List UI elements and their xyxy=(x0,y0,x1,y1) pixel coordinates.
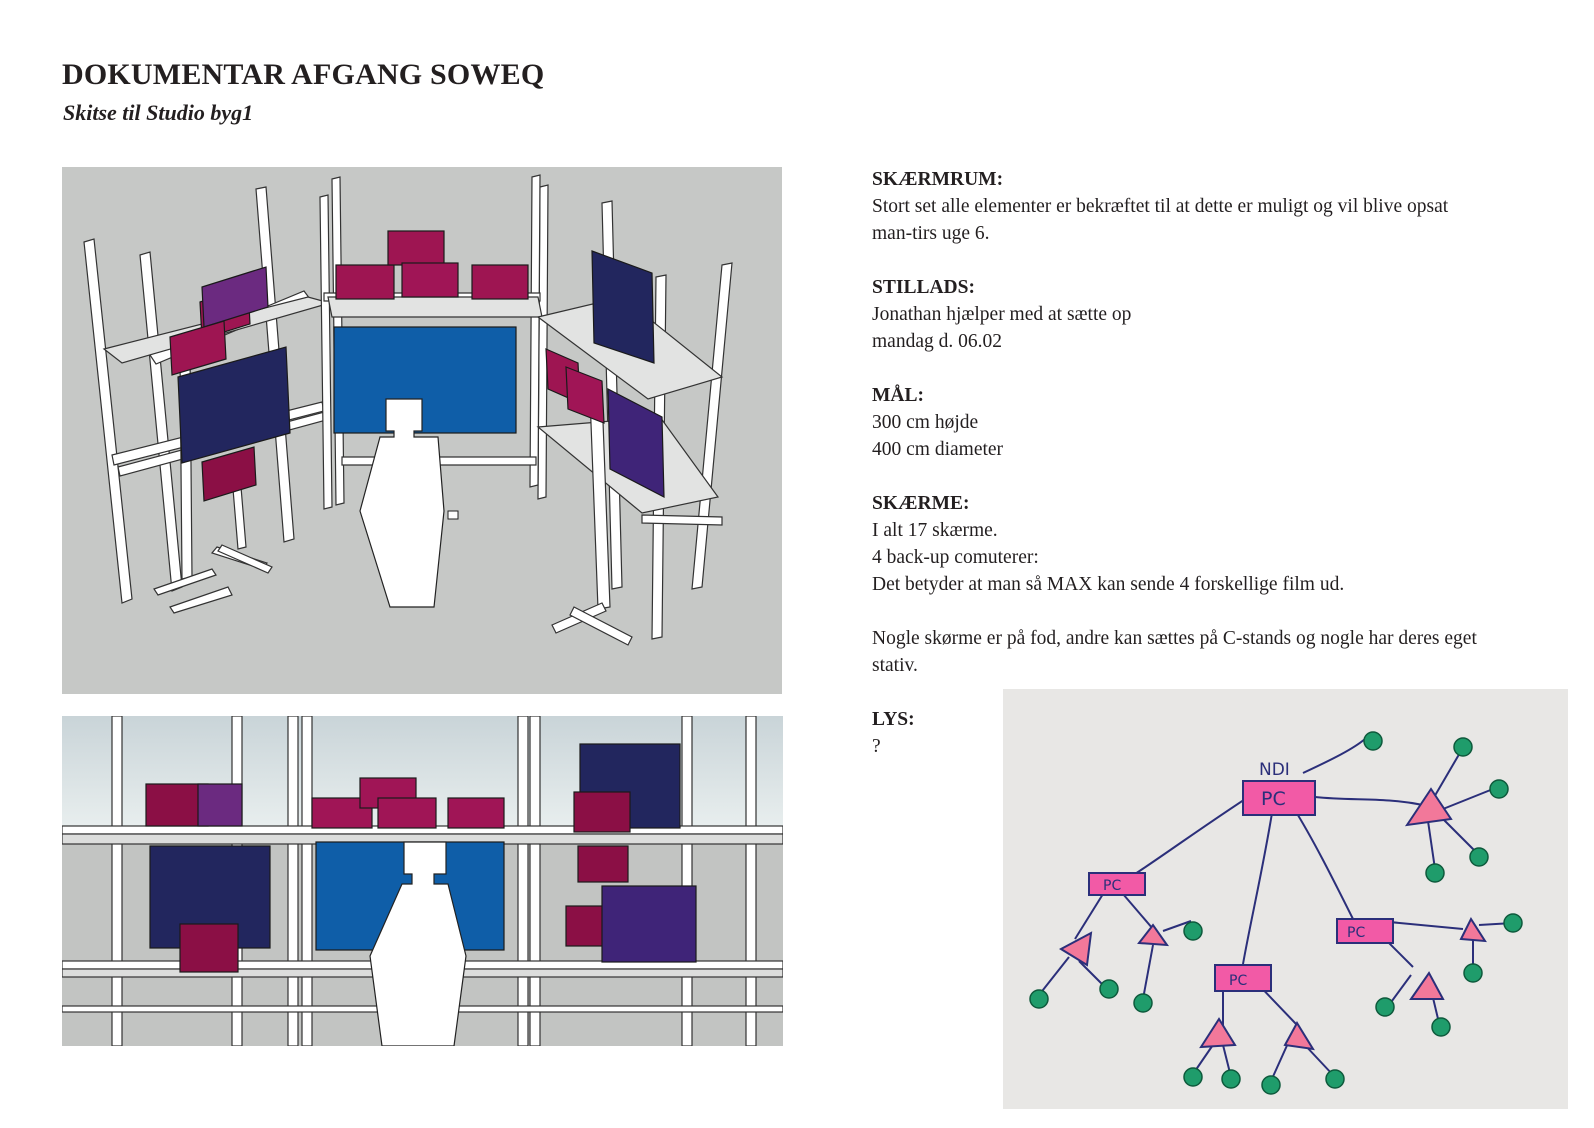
section-heading: LYS: xyxy=(872,709,915,730)
screen-purple-right xyxy=(607,387,665,499)
section-heading: STILLADS: xyxy=(872,277,975,298)
endpoint-dot xyxy=(1469,847,1489,867)
section-heading: SKÆRME: xyxy=(872,493,970,514)
triangle-node xyxy=(1058,931,1093,967)
endpoint-dot xyxy=(1463,963,1483,983)
section-line: 400 cm diameter xyxy=(872,439,1004,460)
section-text: ? xyxy=(872,736,881,757)
endpoint-dot xyxy=(1221,1069,1241,1089)
screen-purple-front-right xyxy=(601,885,697,963)
section-stillads: STILLADS: Jonathan hjælper med at sætte … xyxy=(872,274,1512,355)
screen-magenta-front-9 xyxy=(565,905,607,947)
page-subtitle: Skitse til Studio byg1 xyxy=(63,100,254,125)
endpoint-dot xyxy=(1431,1017,1451,1037)
endpoint-dot xyxy=(1133,993,1153,1013)
section-line: Det betyder at man så MAX kan sende 4 fo… xyxy=(872,574,1345,595)
ndi-label: NDI xyxy=(1259,760,1290,780)
screen-magenta-low-left xyxy=(201,446,257,502)
triangle-node xyxy=(1137,923,1170,947)
studio-render-front xyxy=(62,716,783,1046)
section-paragraph: Nogle skørme er på fod, andre kan sættes… xyxy=(872,625,1512,679)
pc-label: PC xyxy=(1103,878,1121,894)
endpoint-dot xyxy=(1183,1067,1203,1087)
screen-magenta-front-6 xyxy=(447,797,505,829)
figure-cutout-front xyxy=(369,841,467,1046)
notes-column: SKÆRMRUM: Stort set alle elementer er be… xyxy=(872,166,1512,787)
stand-cross-left xyxy=(217,544,273,574)
screen-purple-front xyxy=(197,783,243,827)
pc-node-ndi xyxy=(1242,780,1316,816)
endpoint-dot xyxy=(1183,921,1203,941)
triangle-node xyxy=(1404,787,1453,827)
screen-magenta-right-2 xyxy=(565,366,605,424)
section-heading: SKÆRMRUM: xyxy=(872,169,1004,190)
section-lys: LYS: ? xyxy=(872,706,1512,760)
section-line: mandag d. 06.02 xyxy=(872,331,1002,352)
endpoint-dot xyxy=(1029,989,1049,1009)
screen-magenta-front-7 xyxy=(573,791,631,833)
endpoint-dot xyxy=(1453,737,1473,757)
screen-magenta-top-center-1 xyxy=(335,264,395,300)
triangle-node xyxy=(1459,916,1487,943)
endpoint-dot xyxy=(1375,997,1395,1017)
studio-render-perspective xyxy=(62,167,782,694)
section-heading: MÅL: xyxy=(872,385,924,406)
pc-node-bottom xyxy=(1214,964,1272,992)
sketch-pc-nodes xyxy=(1088,780,1394,992)
section-line: I alt 17 skærme. xyxy=(872,520,998,541)
section-line: Jonathan hjælper med at sætte op xyxy=(872,304,1132,325)
section-text: Stort set alle elementer er bekræftet ti… xyxy=(872,196,1449,244)
screen-magenta-top-center-4 xyxy=(471,264,529,300)
screen-magenta-front-8 xyxy=(577,845,629,883)
endpoint-dot xyxy=(1503,913,1523,933)
page-title: DOKUMENTAR AFGANG SOWEQ xyxy=(62,58,545,91)
screen-navy-right-top xyxy=(591,250,655,364)
screen-magenta-front-5 xyxy=(377,797,437,829)
endpoint-dot xyxy=(1425,863,1445,883)
screen-navy-left xyxy=(177,346,291,464)
screen-magenta-top-center-3 xyxy=(401,262,459,298)
endpoint-dot xyxy=(1325,1069,1345,1089)
endpoint-dot xyxy=(1261,1075,1281,1095)
section-line: 300 cm højde xyxy=(872,412,979,433)
triangle-node xyxy=(1409,971,1445,1000)
pc-node-right xyxy=(1336,918,1394,944)
screen-magenta-front-2 xyxy=(179,923,239,973)
section-skaerme: SKÆRME: I alt 17 skærme. 4 back-up comut… xyxy=(872,490,1512,598)
sketch-green-dots xyxy=(1029,731,1523,1095)
triangle-node xyxy=(1283,1021,1315,1051)
endpoint-dot xyxy=(1363,731,1383,751)
section-maal: MÅL: 300 cm højde 400 cm diameter xyxy=(872,382,1512,463)
endpoint-dot xyxy=(1489,779,1509,799)
pc-label: PC xyxy=(1261,788,1286,810)
screen-blue-center xyxy=(333,326,517,434)
screen-purple-top-left xyxy=(201,266,269,328)
screen-magenta-mid-left xyxy=(169,320,227,376)
pc-node-left xyxy=(1088,872,1146,896)
pc-label: PC xyxy=(1347,925,1365,941)
sketch-labels: NDI PC PC PC PC xyxy=(1103,760,1365,989)
section-line: 4 back-up comuterer: xyxy=(872,547,1039,568)
section-text: Nogle skørme er på fod, andre kan sættes… xyxy=(872,628,1477,676)
screen-magenta-top-center-2 xyxy=(387,230,445,266)
network-sketch-photo: NDI PC PC PC PC xyxy=(1003,689,1568,1109)
triangle-node xyxy=(1199,1017,1237,1049)
sketch-lines xyxy=(1038,738,1514,1082)
section-skaermrum: SKÆRMRUM: Stort set alle elementer er be… xyxy=(872,166,1512,247)
figure-cutout xyxy=(359,398,459,608)
endpoint-dot xyxy=(1099,979,1119,999)
pc-label: PC xyxy=(1229,973,1247,989)
sketch-triangles xyxy=(1058,787,1487,1051)
